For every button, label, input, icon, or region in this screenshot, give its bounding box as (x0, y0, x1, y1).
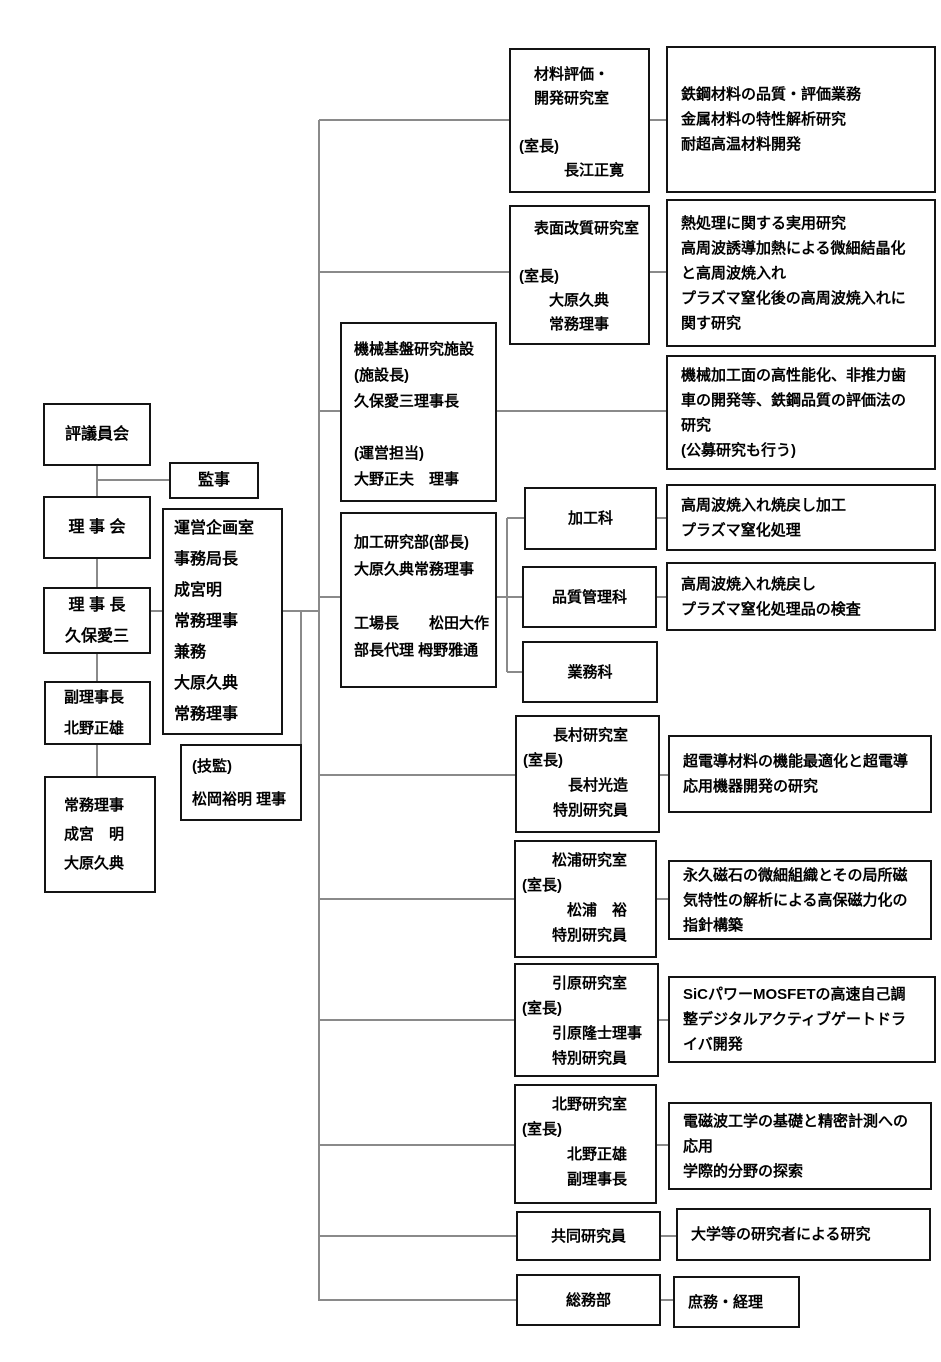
desc-kitano-lab-text: 電磁波工学の基礎と精密計測への 応用 学際的分野の探索 (683, 1112, 909, 1180)
desc-joint-researchers: 大学等の研究者による研究 (676, 1208, 931, 1261)
box-osamura-lab: 長村研究室 (室長) 長村光造 特別研究員 (515, 715, 660, 833)
box-processing-dept: 加工研究部(部長) 大原久典常務理事 工場長 松田大作 部長代理 栂野雅通 (340, 512, 497, 688)
desc-surface-lab-text: 熱処理に関する実用研究 高周波誘導加熱による微細結晶化 と高周波焼入れ プラズマ… (681, 214, 906, 332)
desc-general-affairs: 庶務・経理 (673, 1276, 800, 1328)
desc-hikihara-lab-text: SiCパワーMOSFETの高速自己調 整デジタルアクティブゲートドラ イバ開発 (683, 986, 907, 1053)
box-quality-section: 品質管理科 (522, 566, 657, 628)
box-president: 理 事 長 久保愛三 (43, 587, 151, 654)
box-kitano-lab-label: 北野研究室 (室長) 北野正雄 副理事長 (522, 1096, 628, 1188)
desc-processing-section-text: 高周波焼入れ焼戻し加工 プラズマ窒化処理 (681, 496, 847, 539)
box-planning-office-label: 運営企画室 事務局長 成宮明 常務理事 兼務 大原久典 常務理事 (174, 520, 255, 723)
desc-joint-researchers-text: 大学等の研究者による研究 (691, 1226, 871, 1243)
desc-surface-lab: 熱処理に関する実用研究 高周波誘導加熱による微細結晶化 と高周波焼入れ プラズマ… (666, 199, 936, 347)
desc-osamura-lab: 超電導材料の機能最適化と超電導 応用機器開発の研究 (668, 735, 932, 813)
box-processing-section-label: 加工科 (567, 510, 613, 527)
box-council: 評議員会 (43, 403, 151, 466)
box-kitano-lab: 北野研究室 (室長) 北野正雄 副理事長 (514, 1084, 657, 1204)
box-president-label: 理 事 長 久保愛三 (64, 596, 129, 645)
box-auditor: 監事 (169, 462, 259, 499)
box-general-affairs: 総務部 (516, 1274, 661, 1326)
desc-processing-section: 高周波焼入れ焼戻し加工 プラズマ窒化処理 (666, 484, 936, 551)
box-managing-directors-label: 常務理事 成宮 明 大原久典 (64, 797, 125, 872)
box-materials-lab: 材料評価・ 開発研究室 (室長) 長江正寛 (509, 48, 650, 193)
box-managing-directors: 常務理事 成宮 明 大原久典 (44, 776, 156, 893)
box-vice-president-label: 副理事長 北野正雄 (64, 689, 125, 737)
desc-matsuura-lab-text: 永久磁石の微細組織とその局所磁 気特性の解析による高保磁力化の 指針構築 (683, 866, 908, 934)
desc-hikihara-lab: SiCパワーMOSFETの高速自己調 整デジタルアクティブゲートドラ イバ開発 (668, 976, 936, 1063)
desc-osamura-lab-text: 超電導材料の機能最適化と超電導 応用機器開発の研究 (683, 753, 909, 795)
box-processing-section: 加工科 (524, 487, 657, 550)
box-surface-lab: 表面改質研究室 (室長) 大原久典 常務理事 (509, 205, 650, 345)
desc-kitano-lab: 電磁波工学の基礎と精密計測への 応用 学際的分野の探索 (668, 1102, 932, 1190)
box-quality-section-label: 品質管理科 (551, 588, 627, 606)
box-operations-section-label: 業務科 (567, 663, 613, 681)
box-vice-president: 副理事長 北野正雄 (44, 681, 151, 745)
box-materials-lab-label: 材料評価・ 開発研究室 (室長) 長江正寛 (519, 66, 625, 179)
box-matsuura-lab-label: 松浦研究室 (室長) 松浦 裕 特別研究員 (522, 852, 628, 944)
box-surface-lab-label: 表面改質研究室 (室長) 大原久典 常務理事 (519, 220, 640, 333)
box-hikihara-lab-label: 引原研究室 (室長) 引原隆士理事 特別研究員 (522, 975, 643, 1067)
box-osamura-lab-label: 長村研究室 (室長) 長村光造 特別研究員 (523, 727, 629, 819)
desc-quality-section-text: 高周波焼入れ焼戻し プラズマ窒化処理品の検査 (681, 575, 861, 618)
box-hikihara-lab: 引原研究室 (室長) 引原隆士理事 特別研究員 (514, 963, 659, 1077)
desc-materials-lab: 鉄鋼材料の品質・評価業務 金属材料の特性解析研究 耐超高温材料開発 (666, 46, 936, 193)
desc-general-affairs-text: 庶務・経理 (688, 1293, 764, 1311)
box-matsuura-lab: 松浦研究室 (室長) 松浦 裕 特別研究員 (514, 840, 657, 958)
box-machine-facility: 機械基盤研究施設 (施設長) 久保愛三理事長 (運営担当) 大野正夫 理事 (340, 322, 497, 502)
box-joint-researchers-label: 共同研究員 (550, 1227, 626, 1245)
box-general-affairs-label: 総務部 (565, 1291, 611, 1309)
box-board: 理 事 会 (43, 496, 151, 559)
box-board-label: 理 事 会 (68, 519, 126, 536)
desc-machine-facility-text: 機械加工面の高性能化、非推力歯 車の開発等、鉄鋼品質の評価法の 研究 (公募研究… (681, 366, 907, 459)
desc-matsuura-lab: 永久磁石の微細組織とその局所磁 気特性の解析による高保磁力化の 指針構築 (668, 860, 932, 940)
desc-machine-facility: 機械加工面の高性能化、非推力歯 車の開発等、鉄鋼品質の評価法の 研究 (公募研究… (666, 355, 936, 470)
box-machine-facility-label: 機械基盤研究施設 (施設長) 久保愛三理事長 (運営担当) 大野正夫 理事 (354, 341, 475, 488)
box-council-label: 評議員会 (64, 426, 129, 443)
desc-materials-lab-text: 鉄鋼材料の品質・評価業務 金属材料の特性解析研究 耐超高温材料開発 (681, 86, 862, 153)
box-joint-researchers: 共同研究員 (516, 1211, 661, 1261)
box-operations-section: 業務科 (522, 641, 658, 703)
box-auditor-label: 監事 (197, 472, 230, 489)
box-planning-office: 運営企画室 事務局長 成宮明 常務理事 兼務 大原久典 常務理事 (162, 508, 283, 735)
desc-quality-section: 高周波焼入れ焼戻し プラズマ窒化処理品の検査 (666, 562, 936, 631)
box-processing-dept-label: 加工研究部(部長) 大原久典常務理事 工場長 松田大作 部長代理 栂野雅通 (354, 534, 490, 659)
box-technical-supervisor-label: (技監) 松岡裕明 理事 (192, 757, 287, 808)
box-technical-supervisor: (技監) 松岡裕明 理事 (180, 744, 302, 821)
